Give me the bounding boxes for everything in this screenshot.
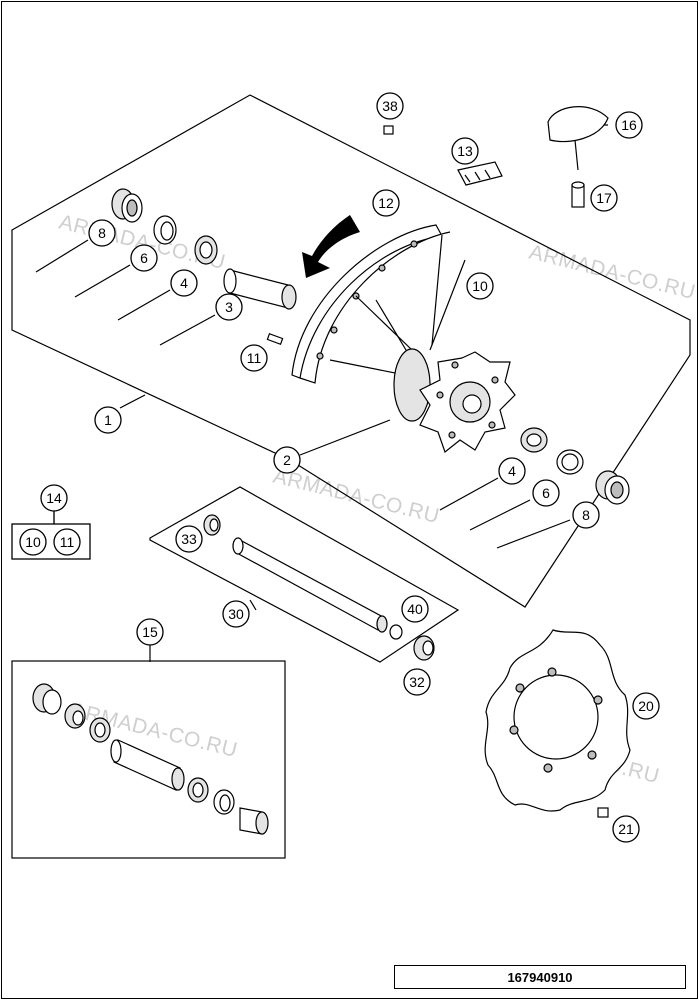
callout-8-right: 8 — [572, 501, 600, 529]
svg-text:16: 16 — [621, 117, 637, 133]
callout-20: 20 — [632, 692, 660, 720]
nut-32 — [413, 635, 435, 661]
svg-text:13: 13 — [457, 143, 473, 159]
brake-disc-20 — [484, 629, 631, 812]
reference-number: 167940910 — [394, 965, 686, 989]
callout-10: 10 — [466, 272, 494, 300]
tire-lever-16 — [547, 106, 609, 171]
rim-tape-13 — [457, 161, 503, 186]
axle-30 — [232, 537, 388, 633]
callout-13: 13 — [451, 137, 479, 165]
svg-text:6: 6 — [140, 250, 148, 266]
svg-text:14: 14 — [46, 490, 62, 506]
callout-4-right: 4 — [498, 457, 526, 485]
left-bearing-4 — [194, 235, 218, 265]
callout-40: 40 — [401, 595, 429, 623]
wheel-assembly-outline — [11, 94, 691, 608]
svg-text:15: 15 — [142, 624, 158, 640]
svg-text:3: 3 — [225, 299, 233, 315]
kit-15-box — [11, 660, 286, 859]
callout-38: 38 — [376, 92, 404, 120]
washer-40 — [389, 624, 403, 640]
leader-lines — [35, 124, 608, 662]
svg-text:4: 4 — [508, 463, 516, 479]
callout-30: 30 — [222, 600, 250, 628]
left-spacer-6 — [153, 215, 177, 245]
callout-1: 1 — [94, 406, 122, 434]
rim-assembly-2 — [291, 224, 516, 453]
rotation-arrow — [302, 215, 360, 278]
callout-16: 16 — [615, 111, 643, 139]
svg-text:20: 20 — [638, 698, 654, 714]
right-bearing-4 — [520, 427, 548, 453]
svg-text:6: 6 — [542, 485, 550, 501]
distance-sleeve-3 — [223, 268, 297, 310]
svg-text:10: 10 — [472, 278, 488, 294]
svg-text:1: 1 — [104, 412, 112, 428]
left-seal-8 — [111, 188, 143, 223]
callout-33: 33 — [175, 525, 203, 553]
nipple-11 — [266, 333, 284, 345]
svg-text:11: 11 — [60, 534, 75, 550]
svg-text:38: 38 — [382, 98, 398, 114]
callout-14-item-11: 11 — [53, 528, 81, 556]
svg-text:12: 12 — [378, 195, 394, 211]
svg-text:4: 4 — [180, 275, 188, 291]
callout-21: 21 — [612, 815, 640, 843]
svg-text:8: 8 — [582, 507, 590, 523]
callout-8-left: 8 — [88, 219, 116, 247]
svg-text:30: 30 — [228, 606, 244, 622]
disc-screw-21 — [597, 807, 609, 818]
callout-11: 11 — [240, 344, 268, 372]
callout-6-right: 6 — [532, 479, 560, 507]
svg-text:2: 2 — [283, 452, 291, 468]
nipple-wrench-17 — [571, 181, 585, 208]
svg-text:8: 8 — [98, 225, 106, 241]
right-spacer-6 — [556, 449, 584, 475]
svg-text:17: 17 — [596, 190, 612, 206]
callout-14: 14 — [40, 484, 68, 512]
right-seal-8 — [595, 470, 630, 505]
svg-text:21: 21 — [618, 821, 634, 837]
svg-text:10: 10 — [25, 534, 41, 550]
valve-cap-38 — [383, 125, 394, 135]
svg-text:11: 11 — [247, 350, 262, 366]
kit-15-parts — [32, 683, 269, 835]
callout-14-item-10: 10 — [19, 528, 47, 556]
axle-assembly-outline — [149, 486, 460, 663]
svg-text:33: 33 — [181, 531, 197, 547]
callout-2: 2 — [273, 446, 301, 474]
svg-text:40: 40 — [407, 601, 423, 617]
callout-32: 32 — [403, 668, 431, 696]
seal-33 — [203, 514, 221, 536]
callout-3: 3 — [215, 293, 243, 321]
callout-4-left: 4 — [170, 269, 198, 297]
callout-12: 12 — [372, 189, 400, 217]
callout-17: 17 — [590, 184, 618, 212]
callout-6-left: 6 — [130, 244, 158, 272]
callout-15: 15 — [136, 618, 164, 646]
svg-text:32: 32 — [409, 674, 425, 690]
